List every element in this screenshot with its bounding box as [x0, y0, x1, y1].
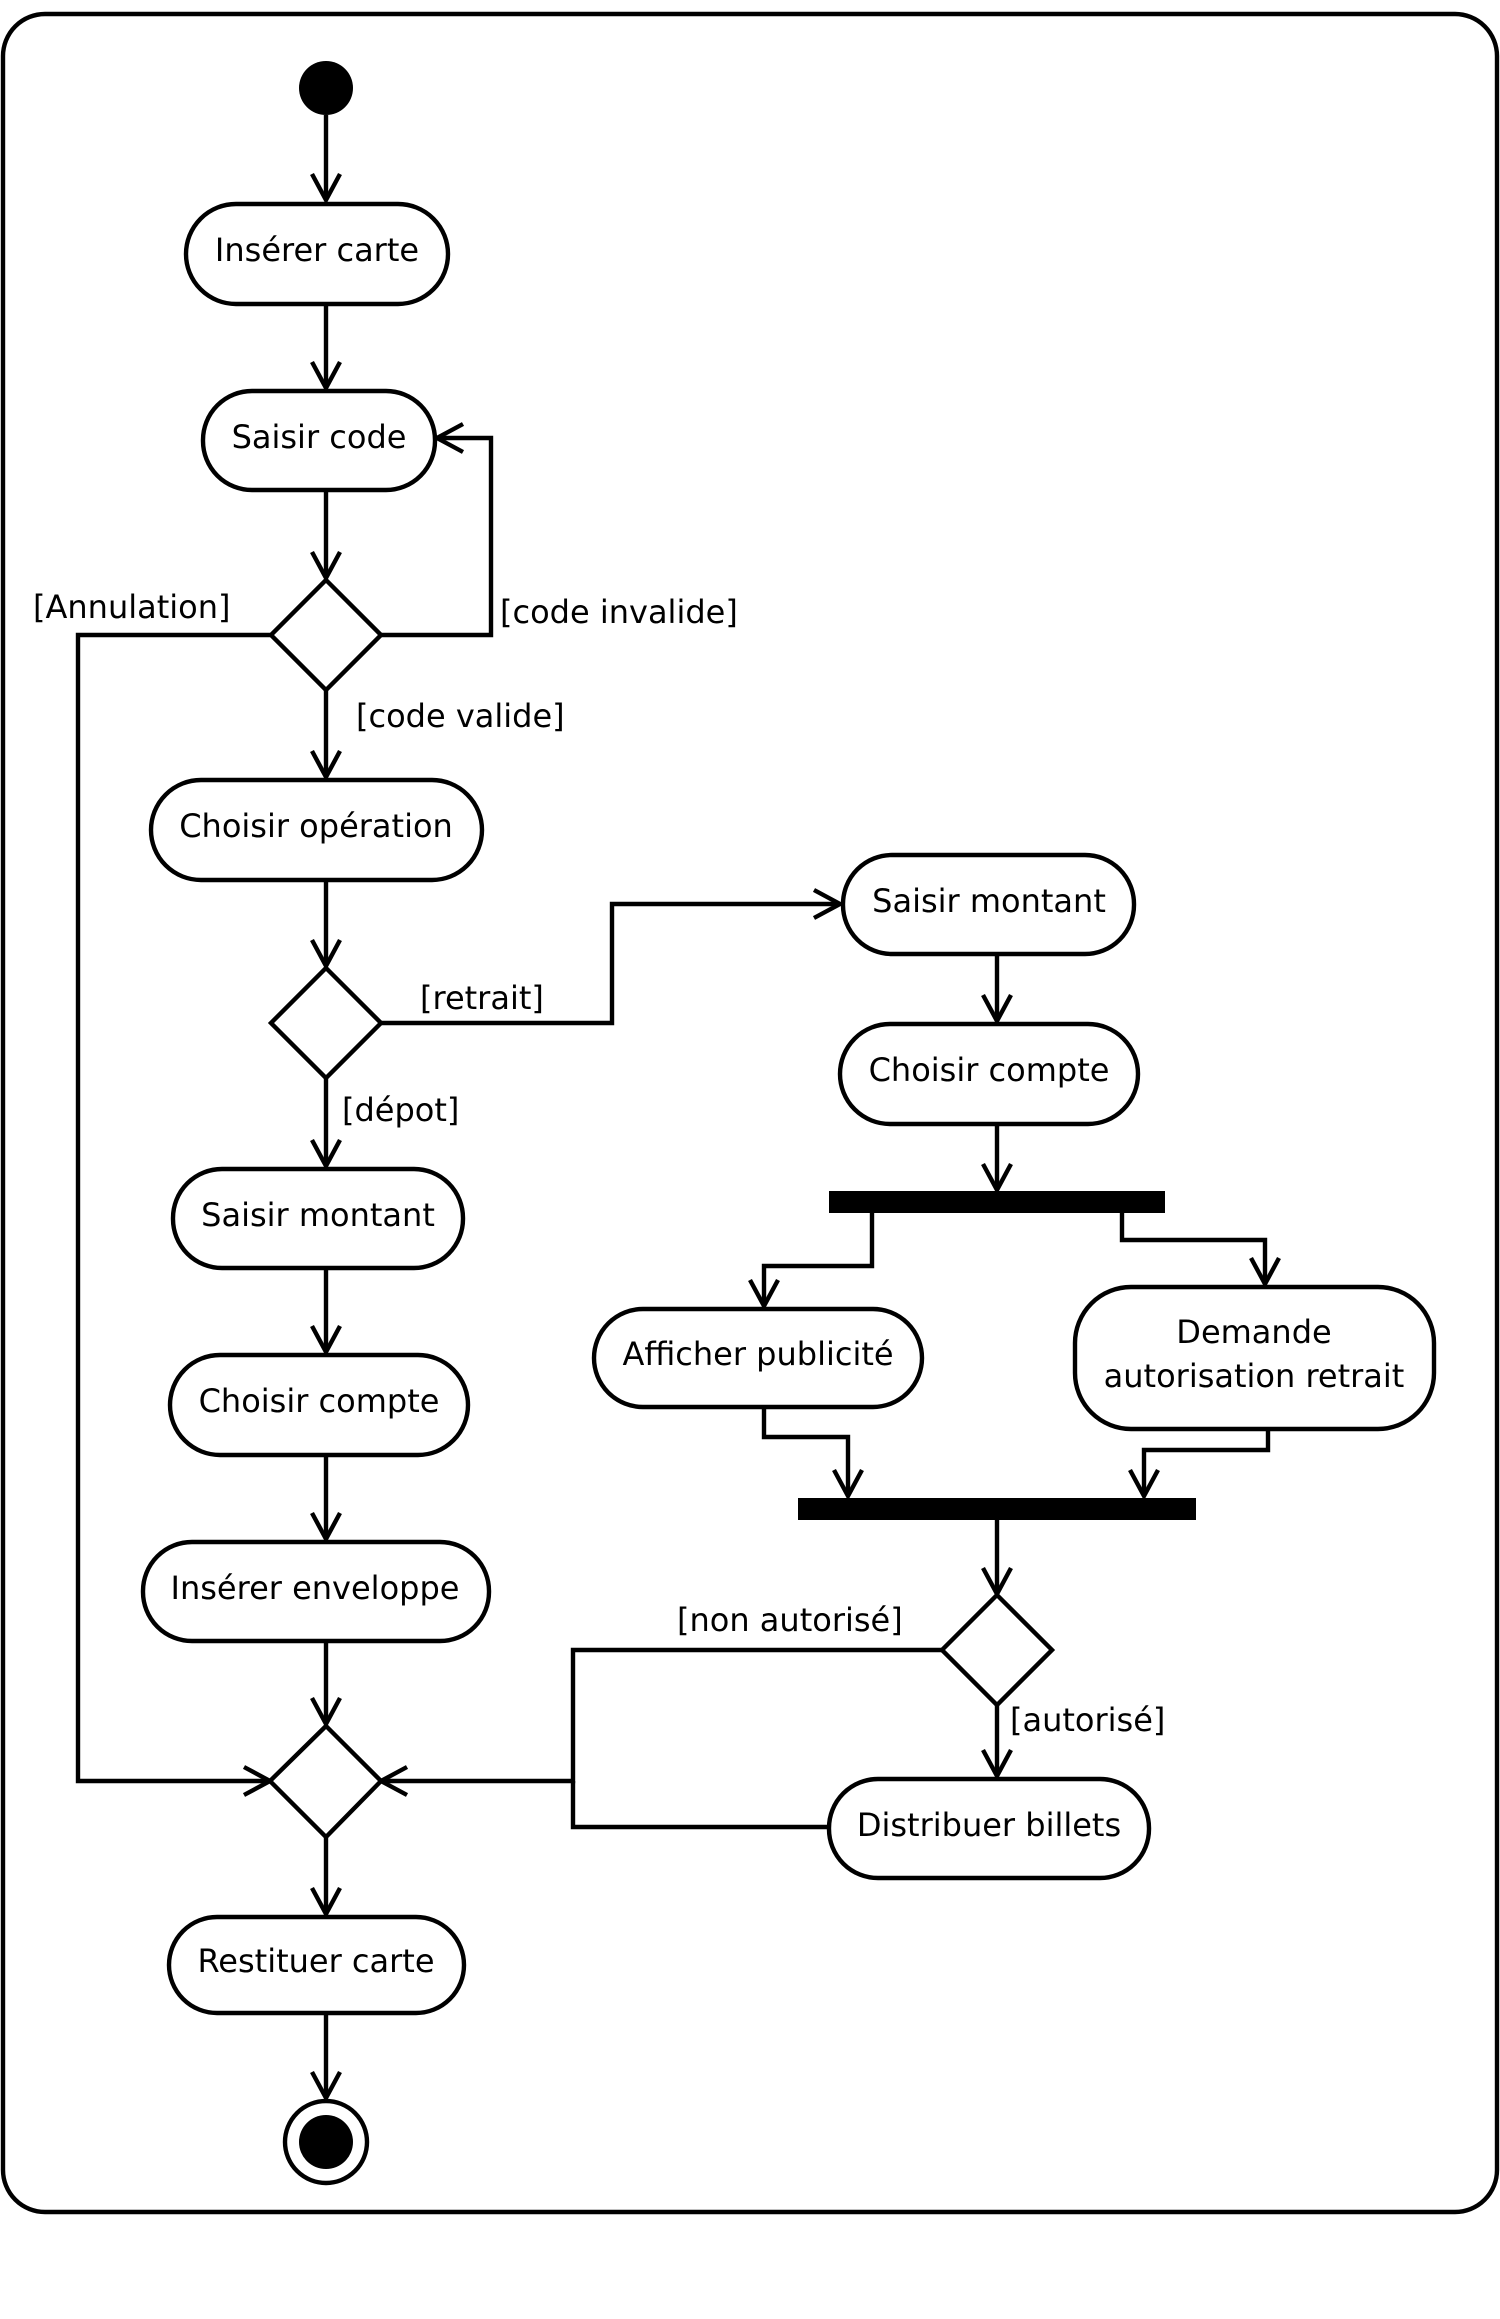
action-choisir-compte-retrait: Choisir compte	[837, 1021, 1141, 1127]
arrowhead	[310, 2070, 342, 2103]
initial-node	[299, 61, 353, 115]
guard-autorise: [autorisé]	[1010, 1701, 1165, 1739]
arrowhead	[310, 1511, 342, 1544]
action-saisir-code: Saisir code	[200, 388, 438, 493]
edges	[75, 115, 1281, 2103]
fork-bar	[829, 1191, 1165, 1213]
guard-non-autorise: [non autorisé]	[677, 1601, 903, 1639]
arrowhead	[310, 1324, 342, 1357]
arrowhead	[310, 172, 342, 205]
merge-node	[266, 1722, 385, 1841]
join-bar	[798, 1498, 1196, 1520]
guard-annulation: [Annulation]	[33, 588, 231, 626]
arrowhead	[812, 888, 845, 920]
action-label-line-2: autorisation retrait	[1104, 1357, 1405, 1395]
diagram-frame	[0, 11, 1500, 2215]
arrowhead	[1128, 1468, 1160, 1501]
action-saisir-montant-retrait: Saisir montant	[840, 852, 1137, 957]
edge-afficher-publicite-to-join	[761, 1407, 851, 1496]
arrowhead	[981, 1162, 1013, 1195]
arrowhead	[310, 360, 342, 393]
action-label: Saisir code	[232, 418, 407, 456]
edge-fork-to-demande-autorisation	[1119, 1213, 1268, 1284]
edge-annulation	[75, 632, 271, 1784]
edge-distribuer-billets-to-merge	[570, 1781, 829, 1830]
final-node	[282, 2098, 370, 2186]
action-choisir-operation: Choisir opération	[148, 777, 485, 883]
action-demande-autorisation-retrait: Demande autorisation retrait	[1072, 1284, 1437, 1432]
action-distribuer-billets: Distribuer billets	[826, 1776, 1152, 1881]
action-afficher-publicite: Afficher publicité	[591, 1306, 925, 1410]
decision-operation	[267, 964, 385, 1082]
action-label: Choisir compte	[869, 1051, 1110, 1089]
action-label-line-1: Demande	[1176, 1313, 1331, 1351]
arrowhead	[1249, 1256, 1281, 1289]
edge-non-autorise	[381, 1647, 942, 1784]
action-label: Restituer carte	[197, 1942, 434, 1980]
action-label: Saisir montant	[872, 882, 1106, 920]
action-label: Saisir montant	[201, 1196, 435, 1234]
action-choisir-compte-depot: Choisir compte	[167, 1352, 471, 1458]
edge-demande-autorisation-to-join	[1141, 1429, 1271, 1496]
decision-autorisation	[938, 1591, 1056, 1709]
arrowhead	[310, 749, 342, 782]
guard-code-valide: [code valide]	[356, 697, 565, 735]
decision-code	[267, 576, 385, 694]
arrowhead	[310, 1138, 342, 1171]
guard-code-invalide: [code invalide]	[500, 593, 738, 631]
edge-code-invalide-loop	[381, 435, 494, 638]
action-label: Choisir opération	[179, 807, 453, 845]
action-label: Afficher publicité	[622, 1335, 893, 1373]
arrowhead	[981, 1748, 1013, 1781]
action-saisir-montant-depot: Saisir montant	[170, 1166, 466, 1271]
arrowhead	[748, 1278, 780, 1311]
guard-retrait: [retrait]	[420, 979, 544, 1017]
action-label: Distribuer billets	[857, 1806, 1121, 1844]
edge-retrait	[381, 901, 840, 1026]
action-restituer-carte: Restituer carte	[166, 1914, 467, 2016]
action-inserer-enveloppe: Insérer enveloppe	[140, 1539, 492, 1644]
arrowhead	[310, 1886, 342, 1919]
guard-depot: [dépot]	[342, 1091, 459, 1129]
edge-fork-to-afficher-publicite	[761, 1213, 875, 1306]
arrowhead	[981, 993, 1013, 1026]
action-label: Choisir compte	[199, 1382, 440, 1420]
action-inserer-carte: Insérer carte	[183, 201, 451, 307]
arrowhead	[832, 1468, 864, 1501]
action-label: Insérer carte	[215, 231, 419, 269]
action-label: Insérer enveloppe	[171, 1569, 460, 1607]
